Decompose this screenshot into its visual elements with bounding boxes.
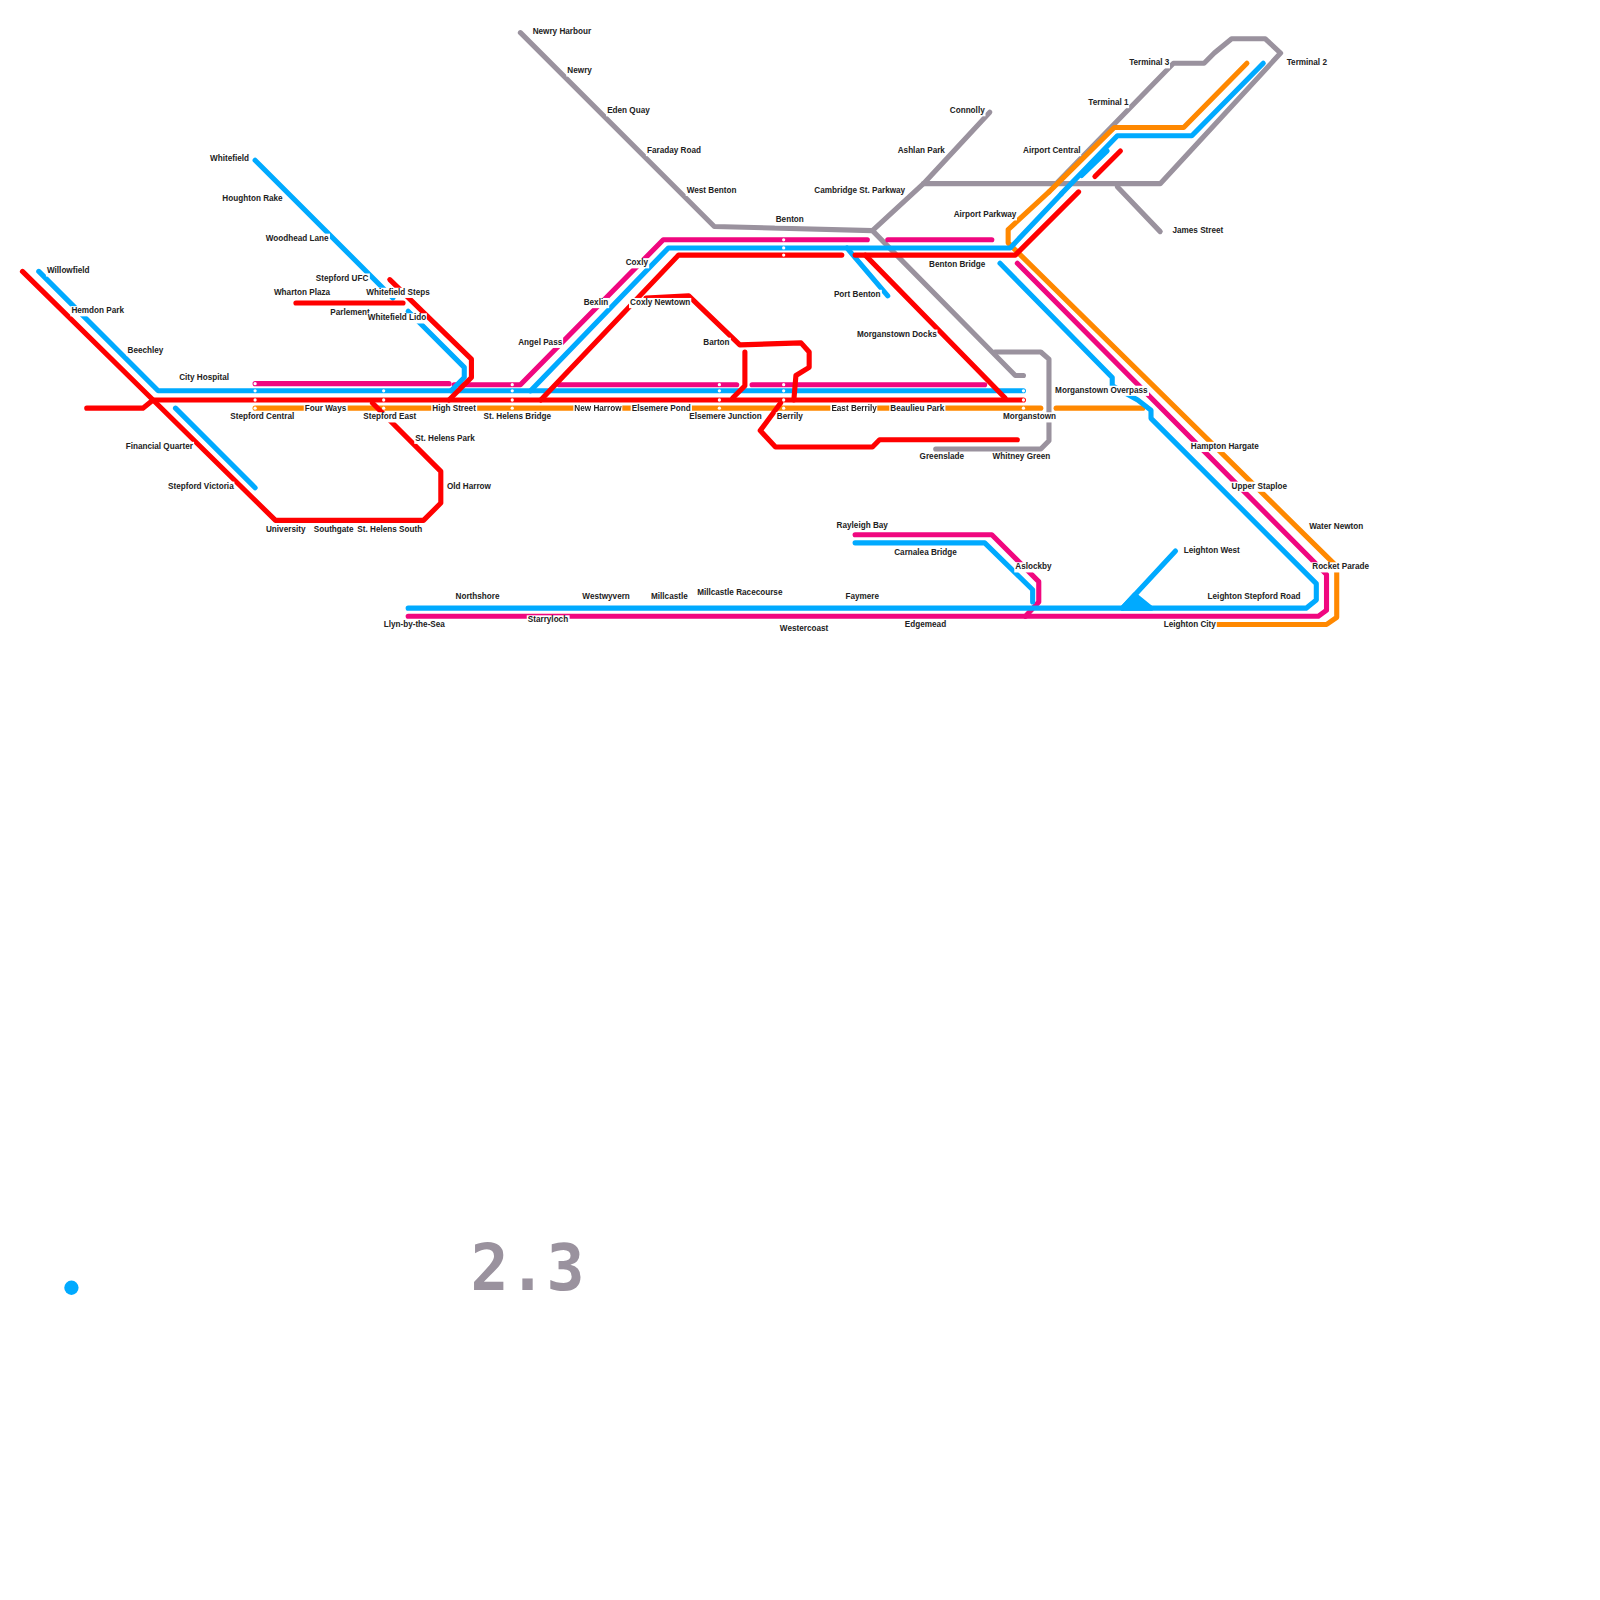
station-label: Wharton Plaza — [273, 288, 331, 298]
station-label: Ashlan Park — [897, 146, 946, 156]
station-label: University — [265, 524, 307, 534]
station-label: Willowfield — [46, 266, 91, 276]
station-label: Llyn-by-the-Sea — [383, 619, 446, 629]
station-label: Westwyvern — [581, 592, 631, 602]
station-label: Stepford Central — [229, 412, 295, 422]
station-label: Whitefield — [209, 154, 250, 164]
station-label: Beaulieu Park — [889, 404, 945, 414]
station-label: Stepford East — [362, 412, 417, 422]
station-label: Parlement — [329, 308, 371, 318]
station-label: Coxly — [625, 258, 649, 268]
station-label: Stepford UFC — [315, 273, 370, 283]
station-label: St. Helens Bridge — [483, 412, 553, 422]
station-label: Four Ways — [304, 404, 347, 414]
station-label: Carnalea Bridge — [893, 548, 958, 558]
station-label: Woodhead Lane — [265, 234, 330, 244]
station-label: Connolly — [949, 106, 986, 116]
station-label: Edgemead — [904, 619, 947, 629]
station-label: Benton Bridge — [928, 260, 986, 270]
station-label: Elsemere Junction — [688, 412, 763, 422]
station-label: Whitney Green — [992, 452, 1052, 462]
station-label: Old Harrow — [446, 482, 492, 492]
station-label: Rocket Parade — [1311, 562, 1370, 572]
station-label: Financial Quarter — [125, 442, 194, 452]
station-label: Millcastle Racecourse — [696, 588, 783, 598]
station-label: Northshore — [455, 592, 501, 602]
station-label: Elsemere Pond — [631, 404, 692, 414]
station-label: Berrily — [776, 412, 804, 422]
station-label: Newry Harbour — [532, 27, 593, 37]
station-label: Morganstown — [1002, 412, 1057, 422]
station-label: Faraday Road — [646, 146, 702, 156]
station-label: Stepford Victoria — [167, 482, 235, 492]
station-label: West Benton — [686, 186, 738, 196]
station-label: East Berrily — [830, 404, 877, 414]
station-label: Leighton West — [1183, 546, 1241, 556]
station-label: Beechley — [127, 346, 165, 356]
station-label: Whitefield Steps — [365, 288, 431, 298]
station-label: Leighton City — [1163, 619, 1217, 629]
station-label: Rayleigh Bay — [836, 520, 889, 530]
station-label: St. Helens Park — [414, 434, 475, 444]
station-label: Port Benton — [833, 290, 882, 300]
station-label: James Street — [1171, 226, 1224, 236]
station-label: Faymere — [844, 592, 880, 602]
station-label: Greenslade — [919, 452, 966, 462]
station-label: Millcastle — [650, 592, 689, 602]
station-label: Newry — [566, 66, 593, 76]
station-label: Terminal 3 — [1128, 58, 1170, 68]
station-label: Terminal 2 — [1286, 58, 1328, 68]
station-label: Barton — [702, 338, 730, 348]
station-label: Hemdon Park — [70, 306, 125, 316]
station-label: Bexlin — [583, 298, 610, 308]
station-label: Leighton Stepford Road — [1207, 592, 1302, 602]
station-label: Starryloch — [527, 615, 569, 625]
station-label: Houghton Rake — [221, 194, 283, 204]
station-label: Whitefield Lido — [367, 313, 428, 323]
station-label: Morganstown Overpass — [1054, 386, 1149, 396]
station-label: Southgate — [313, 524, 355, 534]
station-label: Airport Parkway — [953, 210, 1018, 220]
station-label: City Hospital — [178, 372, 230, 382]
station-label: Airport Central — [1022, 146, 1082, 156]
station-label: Water Newton — [1308, 521, 1364, 531]
station-label: Angel Pass — [517, 338, 563, 348]
version-mark: 2.3 — [469, 1236, 585, 1301]
station-label: Hampton Hargate — [1190, 442, 1260, 452]
station-label: Aslockby — [1014, 562, 1052, 572]
station-label: Terminal 1 — [1087, 98, 1129, 108]
station-label: Westercoast — [779, 623, 829, 633]
station-label: Morganstown Docks — [856, 330, 938, 340]
station-label: Upper Staploe — [1231, 482, 1288, 492]
station-label: Cambridge St. Parkway — [813, 186, 906, 196]
station-label: High Street — [431, 404, 477, 414]
station-label: Eden Quay — [606, 106, 651, 116]
station-label: Coxly Newtown — [629, 298, 691, 308]
station-label: New Harrow — [573, 404, 622, 414]
station-label: Benton — [775, 215, 805, 225]
station-label: St. Helens South — [356, 524, 423, 534]
